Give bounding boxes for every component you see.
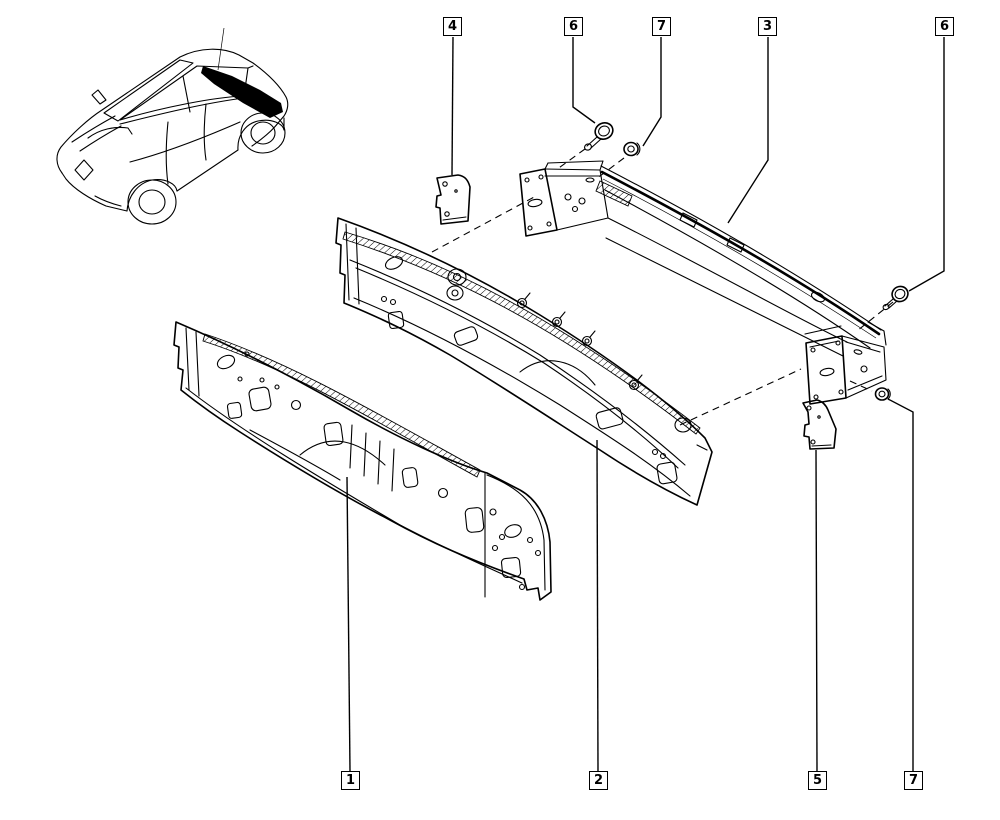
part-5-bracket-plate-right [802,399,837,450]
part-6-bolt-right [882,285,909,311]
panel-clips [516,292,643,391]
antenna-line [217,27,225,71]
callout-5[interactable]: 5 [808,771,827,790]
crash-box-left [519,160,609,237]
vehicle-location-icon [56,27,289,225]
leader-line-1 [346,476,351,772]
leader-line-6 [908,37,945,292]
callout-4[interactable]: 4 [443,17,462,36]
leader-line-6 [572,37,596,124]
part-location-marker [201,66,283,118]
leader-line-5 [815,449,818,772]
callout-7[interactable]: 7 [904,771,923,790]
renault-diamond-logo [74,159,94,181]
part-7-nut-right [874,387,891,401]
leader-line-2 [596,439,599,772]
callout-leader-lines [346,36,945,772]
leader-line-3 [727,37,769,224]
callout-6[interactable]: 6 [564,17,583,36]
leader-line-7 [642,37,662,147]
part-4-bracket-plate-left [435,174,471,225]
callout-6[interactable]: 6 [935,17,954,36]
part-1-rear-panel-outer [173,321,552,601]
callout-7[interactable]: 7 [652,17,671,36]
part-6-bolt-top [584,122,614,151]
callout-2[interactable]: 2 [589,771,608,790]
callout-1[interactable]: 1 [341,771,360,790]
leader-line-4 [451,36,454,176]
assembly-axis-lines [431,148,894,426]
part-3-bumper-beam [519,160,887,405]
crash-box-right [804,325,887,405]
part-7-nut-top [623,141,641,157]
callout-3[interactable]: 3 [758,17,777,36]
leader-line-7 [887,398,914,771]
part-2-rear-panel-inner [335,217,713,506]
